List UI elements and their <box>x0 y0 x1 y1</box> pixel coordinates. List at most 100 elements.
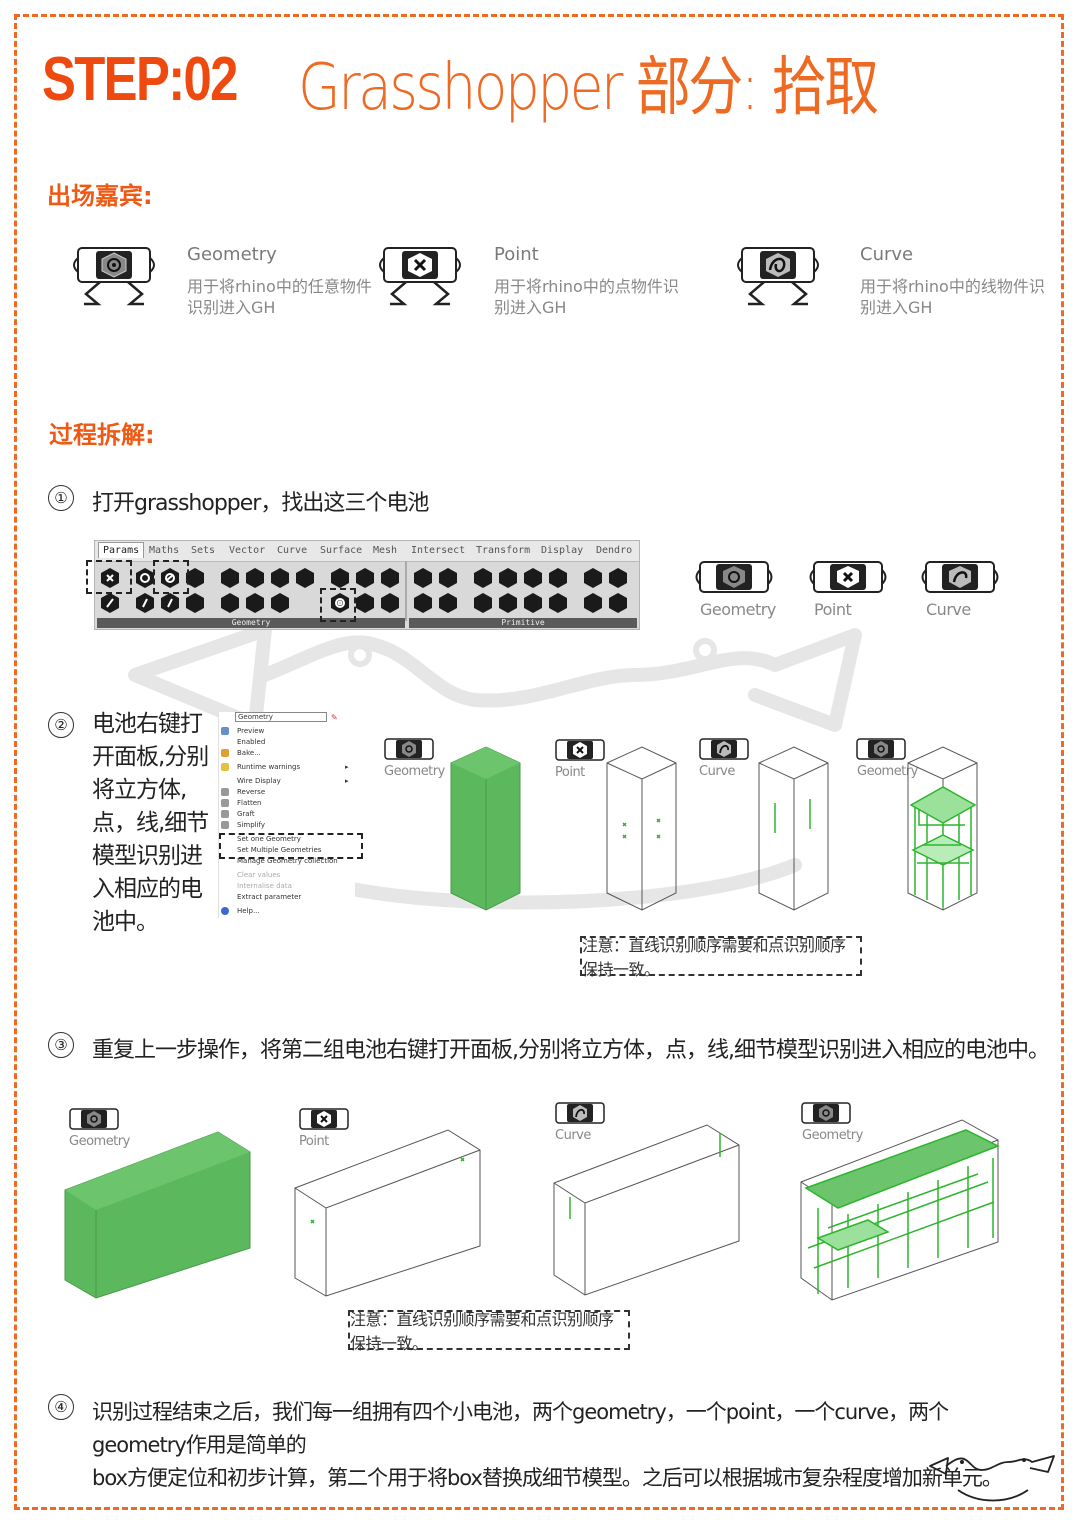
guest-point-name: Point <box>494 244 539 265</box>
step2-point-label: Point <box>555 765 585 780</box>
grasshopper-toolbar: Params Maths Sets Vector Curve Surface M… <box>86 540 640 630</box>
step3-point-component <box>299 1108 349 1130</box>
step2-point-box <box>606 746 677 911</box>
step2-curve-box <box>758 746 829 911</box>
guest-curve-desc: 用于将rhino中的线物件识别进入GH <box>860 277 1045 317</box>
menu-flatten[interactable]: Flatten <box>237 799 262 807</box>
step1-number: ① <box>48 485 74 511</box>
tab-vector[interactable]: Vector <box>229 545 266 556</box>
tab-curve[interactable]: Curve <box>277 545 308 556</box>
tab-dendro[interactable]: Dendro <box>596 545 633 556</box>
bake-icon <box>221 749 229 757</box>
panel-geometry-label: Geometry <box>97 618 405 628</box>
tab-intersect[interactable]: Intersect <box>411 545 466 556</box>
process-heading: 过程拆解: <box>49 421 155 449</box>
step2-geometry-component <box>384 738 434 760</box>
step4-number: ④ <box>48 1394 74 1420</box>
step2-curve-component <box>699 738 749 760</box>
step2-green-box <box>450 746 521 911</box>
context-menu: Geometry ✎ Preview Enabled Bake... Runti… <box>218 712 363 918</box>
highlight-point <box>86 560 132 594</box>
step3-note: 注意：直线识别顺序需要和点识别顺序保持一致。 <box>348 1310 630 1353</box>
step1-point-component <box>809 561 887 593</box>
graft-icon <box>221 810 229 818</box>
highlight-geometry <box>320 588 356 622</box>
menu-wire-display[interactable]: Wire Display <box>237 777 281 785</box>
step3-number: ③ <box>48 1032 74 1058</box>
tab-surface[interactable]: Surface <box>320 545 363 556</box>
point-icon <box>379 247 461 306</box>
step1-geometry-component <box>695 561 773 593</box>
step1-text: 打开grasshopper，找出这三个电池 <box>92 491 429 516</box>
step2-detail-box <box>907 746 978 911</box>
step3-geometry-label: Geometry <box>69 1134 130 1149</box>
menu-name-field[interactable]: Geometry <box>235 712 327 722</box>
tab-display[interactable]: Display <box>541 545 584 556</box>
step3-geometry2-component <box>801 1102 851 1124</box>
step2-note: 注意：直线识别顺序需要和点识别顺序保持一致。 <box>580 936 862 979</box>
step1-geometry-label: Geometry <box>700 600 776 619</box>
step1-curve-component <box>921 561 999 593</box>
step-title: STEP:02 <box>42 45 238 114</box>
toolbar-buttons <box>101 561 627 621</box>
warning-icon <box>221 763 229 771</box>
menu-simplify[interactable]: Simplify <box>237 821 266 829</box>
menu-pin-icon: ✎ <box>331 713 338 722</box>
set-geometry-highlight <box>219 833 363 859</box>
menu-preview[interactable]: Preview <box>237 727 265 735</box>
tab-transform[interactable]: Transform <box>476 545 531 556</box>
step3-curve-box <box>553 1124 740 1296</box>
menu-reverse[interactable]: Reverse <box>237 788 266 796</box>
step2-text: 电池右键打开面板,分别将立方体,点，线,细节模型识别进入相应的电池中。 <box>92 711 209 935</box>
menu-extract-parameter[interactable]: Extract parameter <box>237 893 302 901</box>
step4-text: 识别过程结束之后，我们每一组拥有四个小电池，两个geometry，一个point… <box>92 1400 1003 1490</box>
menu-bake[interactable]: Bake... <box>237 749 261 757</box>
menu-runtime-warnings[interactable]: Runtime warnings <box>237 763 301 771</box>
highlight-curve <box>153 560 189 594</box>
step3-curve-label: Curve <box>555 1128 591 1143</box>
step2-curve-label: Curve <box>699 764 735 779</box>
step1-point-label: Point <box>814 600 852 619</box>
simplify-icon <box>221 821 229 829</box>
step3-green-box <box>64 1131 251 1299</box>
geometry-icon <box>73 247 155 306</box>
guest-curve-name: Curve <box>860 244 914 265</box>
step3-detail-box <box>800 1119 1000 1301</box>
menu-clear-values[interactable]: Clear values <box>237 871 281 879</box>
menu-set-multiple-geometries[interactable]: Set Multiple Geometries <box>237 846 322 854</box>
tab-maths[interactable]: Maths <box>149 545 180 556</box>
step3-text: 重复上一步操作，将第二组电池右键打开面板,分别将立方体，点，线,细节模型识别进入… <box>92 1038 1050 1063</box>
step3-geometry2-label: Geometry <box>802 1128 863 1143</box>
reverse-icon <box>221 788 229 796</box>
guests-heading: 出场嘉宾: <box>47 182 153 210</box>
step3-point-box <box>294 1129 481 1297</box>
step3-curve-component <box>555 1102 605 1124</box>
submenu-arrow-icon: ▸ <box>345 777 349 785</box>
menu-help[interactable]: Help... <box>237 907 260 915</box>
curve-icon <box>737 247 819 306</box>
menu-manage-collection[interactable]: Manage Geometry collection <box>237 857 338 865</box>
step2-geometry2-label: Geometry <box>857 764 918 779</box>
tab-sets[interactable]: Sets <box>191 545 216 556</box>
panel-primitive-label: Primitive <box>409 618 637 628</box>
menu-set-one-geometry[interactable]: Set one Geometry <box>237 835 301 843</box>
flatten-icon <box>221 799 229 807</box>
step2-geometry-label: Geometry <box>384 764 445 779</box>
guest-geometry-desc: 用于将rhino中的任意物件识别进入GH <box>187 277 372 317</box>
step2-geometry2-component <box>856 738 906 760</box>
bird-logo <box>929 1455 1055 1502</box>
tab-mesh[interactable]: Mesh <box>373 545 398 556</box>
page-frame <box>14 14 1064 1510</box>
tab-params[interactable]: Params <box>98 542 145 558</box>
step2-point-component <box>555 739 605 761</box>
step1-curve-label: Curve <box>926 600 971 619</box>
step3-geometry-component <box>69 1108 119 1130</box>
menu-graft[interactable]: Graft <box>237 810 255 818</box>
step3-point-label: Point <box>299 1134 329 1149</box>
menu-enabled[interactable]: Enabled <box>237 738 266 746</box>
submenu-arrow-icon: ▸ <box>345 763 349 771</box>
menu-internalise-data[interactable]: Internalise data <box>237 882 292 890</box>
step2-number: ② <box>48 712 74 738</box>
help-icon <box>221 907 229 915</box>
guest-geometry-name: Geometry <box>187 244 277 265</box>
